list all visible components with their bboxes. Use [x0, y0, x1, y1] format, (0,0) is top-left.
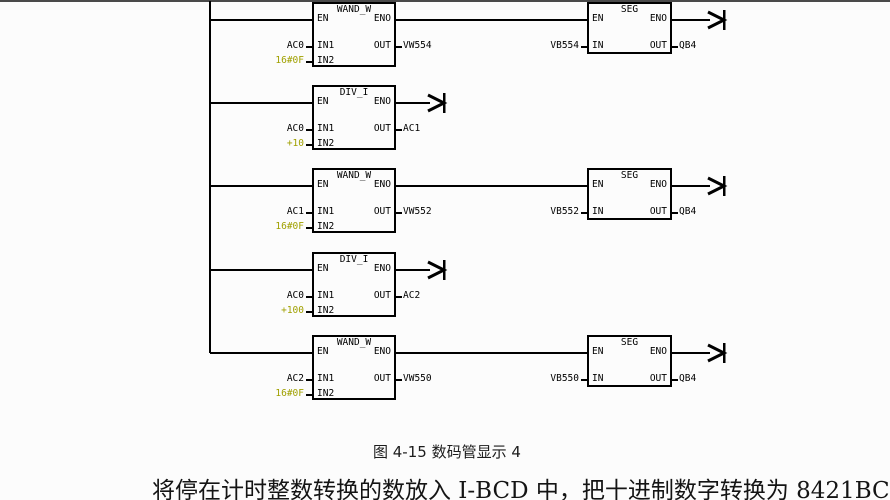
- function-block-div-i-1: DIV_I EN ENO IN1 IN2 OUT: [312, 85, 396, 150]
- port-eno: ENO: [373, 346, 391, 357]
- operand-out: VW550: [403, 373, 432, 384]
- operand-in2-constant: 16#0F: [275, 221, 304, 232]
- body-text: 将停在计时整数转换的数放入 I-BCD 中，把十进制数字转换为 8421BCD …: [152, 478, 890, 500]
- port-in: IN: [592, 206, 604, 217]
- port-in2: IN2: [317, 138, 335, 149]
- port-en: EN: [592, 13, 604, 24]
- operand-out: QB4: [679, 206, 697, 217]
- operand-in1: AC0: [286, 40, 304, 51]
- port-eno: ENO: [373, 179, 391, 190]
- continuation-arrow-icon: [427, 93, 448, 113]
- function-block-div-i-2: DIV_I EN ENO IN1 IN2 OUT: [312, 252, 396, 317]
- block-title: WAND_W: [336, 170, 372, 181]
- port-in: IN: [592, 40, 604, 51]
- continuation-arrow-icon: [707, 343, 728, 363]
- port-in2: IN2: [317, 388, 335, 399]
- operand-in: VB554: [550, 40, 579, 51]
- block-title: SEG: [620, 4, 639, 15]
- operand-out: VW552: [403, 206, 432, 217]
- port-out: OUT: [373, 40, 391, 51]
- operand-out: QB4: [679, 40, 697, 51]
- operand-in: VB552: [550, 206, 579, 217]
- port-eno: ENO: [373, 96, 391, 107]
- block-title: DIV_I: [339, 254, 369, 265]
- operand-in1: AC1: [286, 206, 304, 217]
- function-block-wand-w-1: WAND_W EN ENO IN1 IN2 OUT: [312, 2, 396, 67]
- port-eno: ENO: [373, 263, 391, 274]
- port-en: EN: [317, 13, 329, 24]
- operand-in2-constant: 16#0F: [275, 388, 304, 399]
- function-block-seg-1: SEG EN ENO IN OUT: [587, 2, 672, 54]
- block-title: SEG: [620, 170, 639, 181]
- port-out: OUT: [649, 40, 667, 51]
- port-out: OUT: [373, 290, 391, 301]
- port-en: EN: [592, 346, 604, 357]
- port-out: OUT: [373, 206, 391, 217]
- continuation-arrow-icon: [427, 260, 448, 280]
- port-en: EN: [317, 96, 329, 107]
- block-title: WAND_W: [336, 337, 372, 348]
- block-title: DIV_I: [339, 87, 369, 98]
- port-out: OUT: [649, 206, 667, 217]
- port-eno: ENO: [373, 13, 391, 24]
- function-block-wand-w-2: WAND_W EN ENO IN1 IN2 OUT: [312, 168, 396, 233]
- port-eno: ENO: [649, 13, 667, 24]
- operand-in: VB550: [550, 373, 579, 384]
- port-out: OUT: [373, 373, 391, 384]
- port-in2: IN2: [317, 221, 335, 232]
- function-block-seg-3: SEG EN ENO IN OUT: [587, 335, 672, 387]
- continuation-arrow-icon: [707, 176, 728, 196]
- port-in1: IN1: [317, 40, 335, 51]
- port-en: EN: [317, 346, 329, 357]
- operand-out: AC2: [403, 290, 421, 301]
- operand-in1: AC0: [286, 290, 304, 301]
- port-in2: IN2: [317, 55, 335, 66]
- port-en: EN: [317, 179, 329, 190]
- continuation-arrow-icon: [707, 10, 728, 30]
- operand-ticks: [306, 46, 678, 396]
- operand-in2-constant: +10: [286, 138, 304, 149]
- port-in1: IN1: [317, 290, 335, 301]
- port-in2: IN2: [317, 305, 335, 316]
- port-in: IN: [592, 373, 604, 384]
- port-in1: IN1: [317, 373, 335, 384]
- top-border-line: [0, 0, 890, 2]
- port-eno: ENO: [649, 179, 667, 190]
- operand-in2-constant: +100: [281, 305, 304, 316]
- operand-out: QB4: [679, 373, 697, 384]
- operand-in2-constant: 16#0F: [275, 55, 304, 66]
- ladder-wires: [209, 1, 710, 354]
- port-in1: IN1: [317, 206, 335, 217]
- block-title: SEG: [620, 337, 639, 348]
- operand-in1: AC2: [286, 373, 304, 384]
- port-out: OUT: [373, 123, 391, 134]
- operand-in1: AC0: [286, 123, 304, 134]
- port-en: EN: [317, 263, 329, 274]
- function-block-wand-w-3: WAND_W EN ENO IN1 IN2 OUT: [312, 335, 396, 400]
- operand-out: VW554: [403, 40, 432, 51]
- port-en: EN: [592, 179, 604, 190]
- function-block-seg-2: SEG EN ENO IN OUT: [587, 168, 672, 220]
- operand-out: AC1: [403, 123, 421, 134]
- port-out: OUT: [649, 373, 667, 384]
- block-title: WAND_W: [336, 4, 372, 15]
- port-eno: ENO: [649, 346, 667, 357]
- port-in1: IN1: [317, 123, 335, 134]
- figure-caption: 图 4-15 数码管显示 4: [373, 443, 521, 461]
